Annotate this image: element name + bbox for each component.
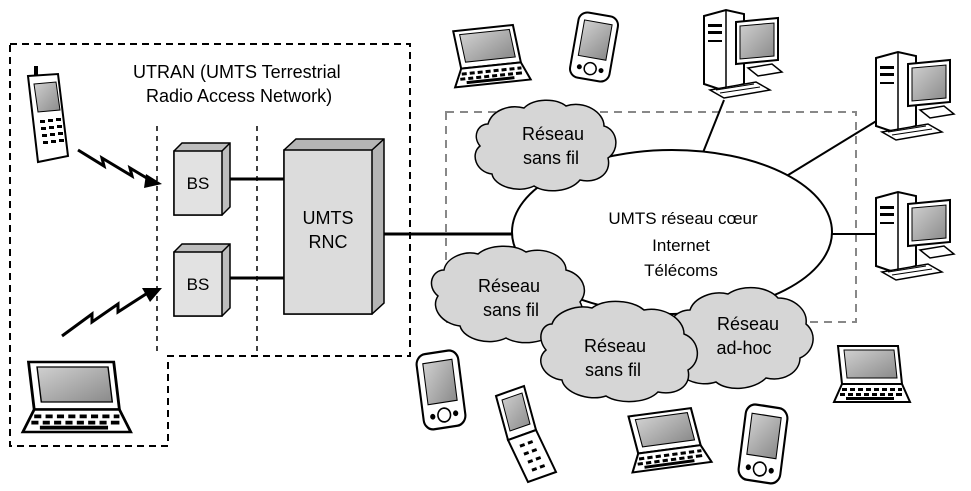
desktop-computer-icon <box>875 51 955 141</box>
core-label-line1: UMTS réseau cœur <box>608 209 758 228</box>
cloud-bottom-label-line1: Réseau <box>584 336 646 356</box>
rnc-label-line2: RNC <box>309 232 348 252</box>
cloud-left-label-line1: Réseau <box>478 276 540 296</box>
cloud-top-label-line1: Réseau <box>522 124 584 144</box>
cloud-adhoc-label-line2: ad-hoc <box>716 338 771 358</box>
radio-link-bottom <box>61 288 162 338</box>
laptop-icon <box>833 345 911 403</box>
core-label-line3: Télécoms <box>644 261 718 280</box>
utran-boundary <box>9 43 411 447</box>
core-label-line2: Internet <box>652 236 710 255</box>
bs-top-box <box>173 142 231 216</box>
core-network-ellipse <box>511 149 833 315</box>
rnc-box <box>283 138 385 315</box>
bs-bottom-label: BS <box>187 275 210 294</box>
bs-bottom-box <box>173 243 231 317</box>
desktop-computer-icon <box>875 191 955 281</box>
rnc-label-line1: UMTS <box>303 208 354 228</box>
core-boundary <box>445 111 857 323</box>
cloud-top <box>474 99 617 192</box>
cloud-bottom-label-line2: sans fil <box>585 360 641 380</box>
cloud-left-label-line2: sans fil <box>483 300 539 320</box>
cloud-top-label-line2: sans fil <box>523 148 579 168</box>
radio-link-top <box>77 148 162 188</box>
cloud-adhoc-label-line1: Réseau <box>717 314 779 334</box>
mobile-phone-icon <box>26 64 70 164</box>
laptop-icon <box>623 405 713 474</box>
flip-phone-icon <box>495 385 557 483</box>
cloud-bottom <box>540 300 698 403</box>
pda-icon <box>567 10 621 84</box>
bs-top-label: BS <box>187 174 210 193</box>
laptop-icon <box>448 22 532 89</box>
link-core-desktop-right1 <box>779 119 879 181</box>
desktop-computer-icon <box>703 9 783 99</box>
utran-label-line2: Radio Access Network) <box>146 86 332 106</box>
pda-icon <box>736 402 790 486</box>
link-core-desktop-top <box>699 99 725 161</box>
utran-label-line1: UTRAN (UMTS Terrestrial <box>133 62 341 82</box>
laptop-icon <box>21 360 133 434</box>
pda-icon <box>414 348 468 432</box>
